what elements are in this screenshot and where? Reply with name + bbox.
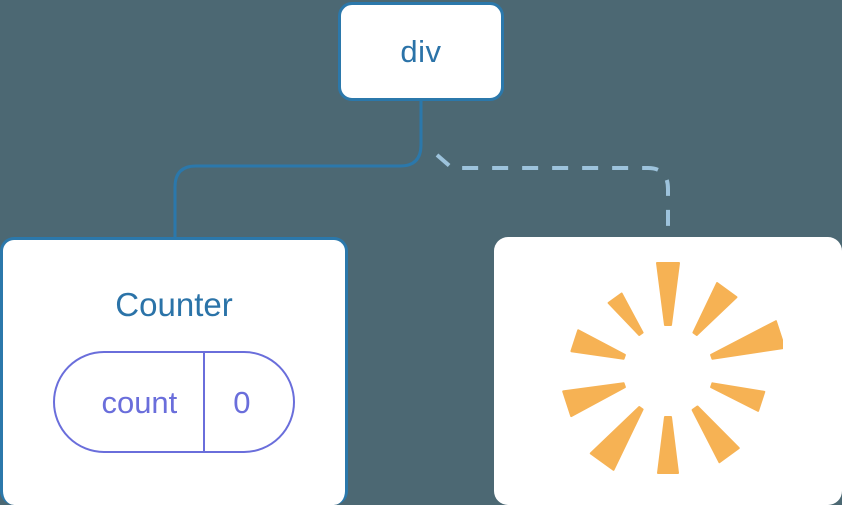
state-pill-key: count <box>101 384 178 420</box>
spinner-ray-1 <box>692 282 738 336</box>
tree-node-pending[interactable] <box>494 237 842 505</box>
spinner-ray-5 <box>657 416 679 474</box>
edge-div-to-pending <box>435 153 670 238</box>
spinner-ray-7 <box>562 382 626 418</box>
spinner-ray-4 <box>691 405 740 464</box>
edge-div-to-counter <box>173 99 423 240</box>
tree-node-counter[interactable]: Counter count 0 <box>0 237 348 505</box>
spinner-ray-0 <box>656 262 680 326</box>
spinner-ray-9 <box>607 292 644 336</box>
spinner-ray-8 <box>570 329 626 360</box>
loading-spinner-icon <box>562 262 783 474</box>
state-pill-value: 0 <box>233 384 251 420</box>
tree-node-div-label: div <box>400 34 442 69</box>
tree-node-div[interactable]: div <box>338 2 504 101</box>
spinner-ray-3 <box>710 382 766 412</box>
state-pill-count[interactable]: count 0 <box>53 351 295 453</box>
spinner-ray-6 <box>589 406 644 471</box>
tree-node-counter-label: Counter <box>115 286 233 323</box>
spinner-ray-2 <box>710 320 783 360</box>
state-pill-divider <box>203 353 206 451</box>
